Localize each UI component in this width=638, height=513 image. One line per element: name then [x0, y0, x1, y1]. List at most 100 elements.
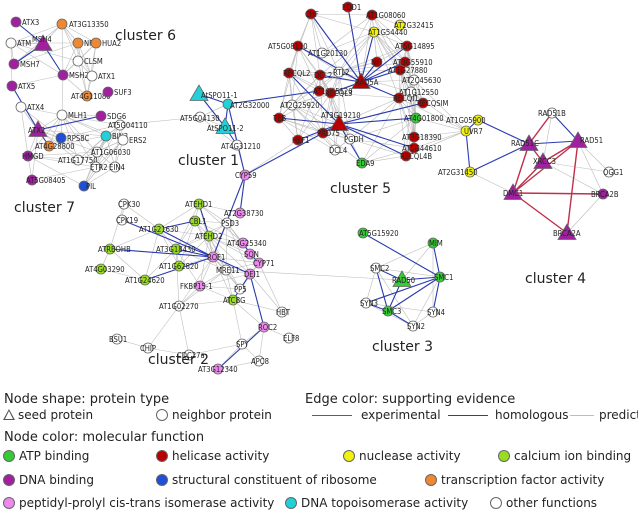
- node-label: AT2G25920: [280, 101, 320, 110]
- predicted-edge: [61, 23, 64, 76]
- neighbor-node-circle: [283, 67, 295, 79]
- predicted-edge: [322, 92, 332, 134]
- node-syn4: SYN4: [427, 306, 445, 318]
- homologous-edge: [121, 219, 214, 258]
- node-label: AT2C45630: [402, 76, 441, 85]
- predicted-edge: [83, 151, 98, 187]
- node-at5g44610: AT5G44610: [402, 142, 442, 154]
- node-sqn: SQN: [244, 248, 259, 260]
- predicted-edge: [365, 302, 434, 313]
- experimental-edge-swatch: [312, 415, 352, 416]
- neighbor-node-circle: [193, 198, 205, 210]
- node-label: CHF: [305, 10, 319, 19]
- predicted-edge: [10, 42, 79, 62]
- node-label: BSU1: [109, 335, 127, 344]
- predicted-edge: [27, 151, 98, 157]
- node-label: AT1G05900: [446, 116, 486, 125]
- homologous-edge: [288, 72, 340, 125]
- node-label: AT5G04110: [108, 121, 148, 130]
- cluster-label-7: cluster 7: [14, 200, 75, 216]
- node-ein4: EIN4: [109, 161, 125, 173]
- calcium-swatch: [498, 450, 510, 462]
- node-hua2: HUA2: [90, 37, 121, 49]
- neighbor-node-circle: [253, 257, 265, 269]
- node-chip: CHIP: [140, 342, 156, 354]
- seed-node-triangle: [329, 114, 349, 131]
- node-cdc27a: CDC27a: [177, 349, 205, 361]
- neighbor-node-circle: [434, 271, 446, 283]
- predicted-edge: [375, 242, 434, 269]
- node-mre11: MRE11: [216, 264, 240, 276]
- node-atspo11-1: AtSPO11-1: [189, 84, 238, 101]
- node-hbt: HBT: [276, 306, 291, 318]
- node-label: CHIP: [140, 344, 156, 353]
- node-at1g24620: AT1G24620: [125, 274, 165, 286]
- node-cbl1: CBL1: [189, 215, 207, 227]
- node-label: EDD1: [342, 3, 361, 12]
- node-recql2: RECQL2: [283, 67, 310, 79]
- node-rad51c: RAD51C: [511, 134, 539, 151]
- node-label: RECQL2: [283, 69, 310, 78]
- predicted-edge: [360, 79, 415, 83]
- predicted-edge: [208, 235, 244, 244]
- neighbor-node-circle: [203, 230, 215, 242]
- neighbor-node-circle: [104, 243, 116, 255]
- node-label: RECQL3: [325, 89, 352, 98]
- node-label: TEB: [272, 114, 286, 123]
- node-chf: CHF: [305, 8, 319, 20]
- node-label: SYN4: [427, 308, 445, 317]
- neighbor-node-circle: [305, 8, 317, 20]
- node-smc3: SMC3: [382, 305, 401, 317]
- homologous-edge: [297, 45, 362, 83]
- node-label: ATX3: [22, 18, 39, 27]
- node-ers2: ERS2: [117, 134, 147, 146]
- node-at4g01800: AT4G01800: [404, 112, 444, 124]
- neighbor-node-circle: [22, 150, 34, 162]
- homologous-edge: [37, 115, 102, 131]
- node-recqi1: RECQI1: [393, 92, 419, 104]
- cluster-label-2: cluster 2: [148, 352, 209, 368]
- node-atx4: ATX4: [15, 101, 44, 113]
- node-hef1: HEF1: [292, 134, 310, 146]
- node-at1g62820: AT1G62820: [159, 260, 199, 272]
- node-label: CDC27a: [177, 351, 205, 360]
- node-label: DMC1: [503, 189, 523, 198]
- neighbor-node-circle: [234, 207, 246, 219]
- neighbor-node-circle: [15, 101, 27, 113]
- node-label: AT3G55910: [393, 58, 433, 67]
- node-label: NFI: [371, 58, 382, 67]
- neighbor-node-circle: [8, 58, 20, 70]
- seed-node-triangle: [351, 72, 371, 89]
- predicted-edge: [398, 97, 415, 138]
- node-label: SMC1: [434, 273, 453, 282]
- predicted-edge: [83, 135, 107, 187]
- atp-binding-swatch: [3, 450, 15, 462]
- predicted-edge: [83, 166, 116, 187]
- predicted-edge: [60, 124, 121, 139]
- neighbor-node-circle: [117, 134, 129, 146]
- node-rad51: RAD51: [568, 131, 603, 148]
- node-label: AT4G01800: [404, 114, 444, 123]
- predicted-edge: [322, 132, 363, 164]
- predicted-edge: [217, 360, 260, 370]
- neighbor-node-circle: [472, 114, 484, 126]
- neighbor-node-circle: [253, 355, 265, 367]
- node-label: PP5: [234, 285, 247, 294]
- node-at4g03290: AT4G03290: [85, 263, 125, 275]
- neighbor-node-circle: [370, 262, 382, 274]
- cluster-labels: cluster 6 cluster 1 cluster 5 cluster 7 …: [14, 28, 586, 368]
- neighbor-node-circle: [231, 139, 243, 151]
- node-label: CYP59: [235, 171, 257, 180]
- predicted-edge: [83, 139, 124, 187]
- cluster-label-1: cluster 1: [178, 153, 239, 169]
- seed-node-triangle: [28, 120, 48, 137]
- network-nodes: ATX3AT3G13350ATMMSH4NFDHUA2MSH7CLSMMSH2A…: [5, 1, 623, 375]
- seed-triangle-icon-inner: [4, 411, 13, 419]
- node-label: SDG6: [107, 112, 126, 121]
- predicted-edge: [175, 248, 180, 307]
- neighbor-node-circle: [597, 188, 609, 200]
- neighbor-node-circle: [139, 274, 151, 286]
- neighbor-node-circle: [356, 157, 368, 169]
- predicted-edge: [225, 269, 403, 281]
- predicted-edge: [349, 138, 415, 149]
